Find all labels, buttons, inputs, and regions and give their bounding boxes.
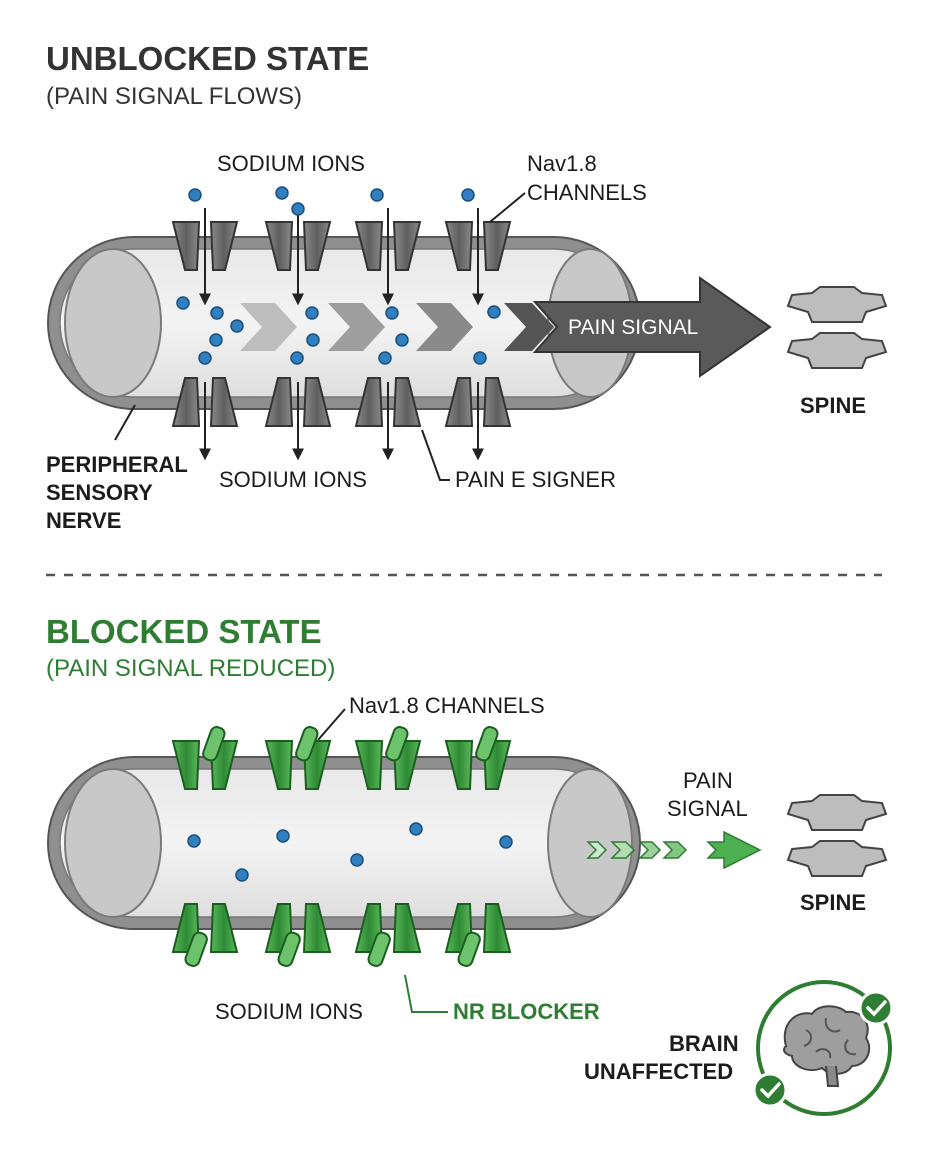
pain-signal-blocked-line1: PAIN xyxy=(683,768,733,793)
sodium-ion-icon xyxy=(378,351,392,365)
sodium-ions-blocked-label: SODIUM IONS xyxy=(215,999,363,1024)
check-icon xyxy=(752,1072,788,1108)
channel-icon xyxy=(444,726,512,790)
ion-flow-arrows-bottom xyxy=(199,382,484,461)
channel-icon xyxy=(444,903,512,967)
spine-blocked xyxy=(786,794,888,877)
vertebra-icon xyxy=(786,332,888,369)
unblocked-title: UNBLOCKED STATE xyxy=(46,40,369,77)
channel-icon xyxy=(171,726,239,790)
nav18-channels-label-line1: Nav1.8 xyxy=(527,151,597,176)
blocked-title: BLOCKED STATE xyxy=(46,613,322,650)
pain-signal-arrow: PAIN SIGNAL xyxy=(532,276,772,378)
nr-blocker-leader xyxy=(404,974,448,1013)
channel-icon xyxy=(264,726,332,790)
nerve-label-line3: NERVE xyxy=(46,508,121,533)
channel-icon xyxy=(264,221,332,271)
sodium-ion-icon xyxy=(230,319,244,333)
sodium-ion-icon xyxy=(473,351,487,365)
sodium-ion-icon xyxy=(350,853,364,867)
sodium-ion-icon xyxy=(487,305,501,319)
sodium-ion-icon xyxy=(305,306,319,320)
unblocked-subtitle: (PAIN SIGNAL FLOWS) xyxy=(46,83,302,110)
brain-label-line2: UNAFFECTED xyxy=(584,1059,733,1084)
blocked-bottom-channels xyxy=(171,903,512,967)
sodium-ion-icon xyxy=(291,202,305,216)
brain-badge xyxy=(752,980,894,1116)
sodium-ion-icon xyxy=(210,306,224,320)
channel-icon xyxy=(354,726,422,790)
sodium-ion-icon xyxy=(176,296,190,310)
sodium-ions-bottom-label: SODIUM IONS xyxy=(219,467,367,492)
nerve-leader xyxy=(114,404,136,441)
pain-e-signer-label: PAIN E SIGNER xyxy=(455,467,616,492)
channel-icon xyxy=(354,903,422,967)
nr-blocker-label: NR BLOCKER xyxy=(453,999,600,1024)
pain-e-signer-leader xyxy=(421,429,450,481)
channel-icon xyxy=(264,903,332,967)
channel-icon xyxy=(444,377,512,427)
sodium-ion-icon xyxy=(499,835,513,849)
sodium-ion-icon xyxy=(276,829,290,843)
sodium-ion-icon xyxy=(290,351,304,365)
peripheral-nerve-tube-blocked xyxy=(47,756,641,930)
reduced-signal-arrows xyxy=(586,830,762,870)
pain-signal-label: PAIN SIGNAL xyxy=(568,316,698,339)
brain-label-line1: BRAIN xyxy=(669,1031,739,1056)
channel-icon xyxy=(444,221,512,271)
channel-icon xyxy=(354,377,422,427)
nav18-channels-blocked-label: Nav1.8 CHANNELS xyxy=(349,693,545,718)
vertebra-icon xyxy=(786,794,888,831)
channel-icon xyxy=(171,221,239,271)
signal-chevrons xyxy=(240,303,554,351)
sodium-ion-icon xyxy=(198,351,212,365)
sodium-ion-icon xyxy=(235,868,249,882)
peripheral-nerve-tube xyxy=(47,236,641,410)
top-channels xyxy=(171,221,512,271)
channel-icon xyxy=(264,377,332,427)
bottom-channels xyxy=(171,377,512,427)
sodium-ion-icon xyxy=(385,306,399,320)
nav18-leader xyxy=(489,192,526,223)
sodium-ion-icon xyxy=(275,186,289,200)
spine-unblocked xyxy=(786,286,888,369)
blocked-top-channels xyxy=(171,726,512,790)
sodium-ions-unblocked xyxy=(176,186,501,365)
sodium-ion-icon xyxy=(461,188,475,202)
sodium-ion-icon xyxy=(209,333,223,347)
channel-icon xyxy=(354,221,422,271)
sodium-ion-icon xyxy=(187,834,201,848)
brain-icon xyxy=(783,1005,871,1087)
spine-label-blocked: SPINE xyxy=(800,890,866,915)
nav18-channels-label-line2: CHANNELS xyxy=(527,180,647,205)
vertebra-icon xyxy=(786,840,888,877)
spine-label-unblocked: SPINE xyxy=(800,393,866,418)
check-icon xyxy=(858,990,894,1026)
blocked-subtitle: (PAIN SIGNAL REDUCED) xyxy=(46,655,335,682)
sodium-ion-icon xyxy=(306,333,320,347)
sodium-ion-icon xyxy=(395,333,409,347)
sodium-ion-icon xyxy=(409,822,423,836)
nerve-label-line2: SENSORY xyxy=(46,480,153,505)
channel-icon xyxy=(171,377,239,427)
sodium-ion-icon xyxy=(370,188,384,202)
sodium-ion-icon xyxy=(188,188,202,202)
nav18-blocked-leader xyxy=(317,708,346,741)
channel-icon xyxy=(171,903,239,967)
pain-signal-blocked-line2: SIGNAL xyxy=(667,796,748,821)
ion-flow-arrows-top xyxy=(199,208,484,306)
sodium-ions-top-label: SODIUM IONS xyxy=(217,151,365,176)
vertebra-icon xyxy=(786,286,888,323)
sodium-ions-blocked xyxy=(187,822,513,882)
nerve-label-line1: PERIPHERAL xyxy=(46,452,188,477)
